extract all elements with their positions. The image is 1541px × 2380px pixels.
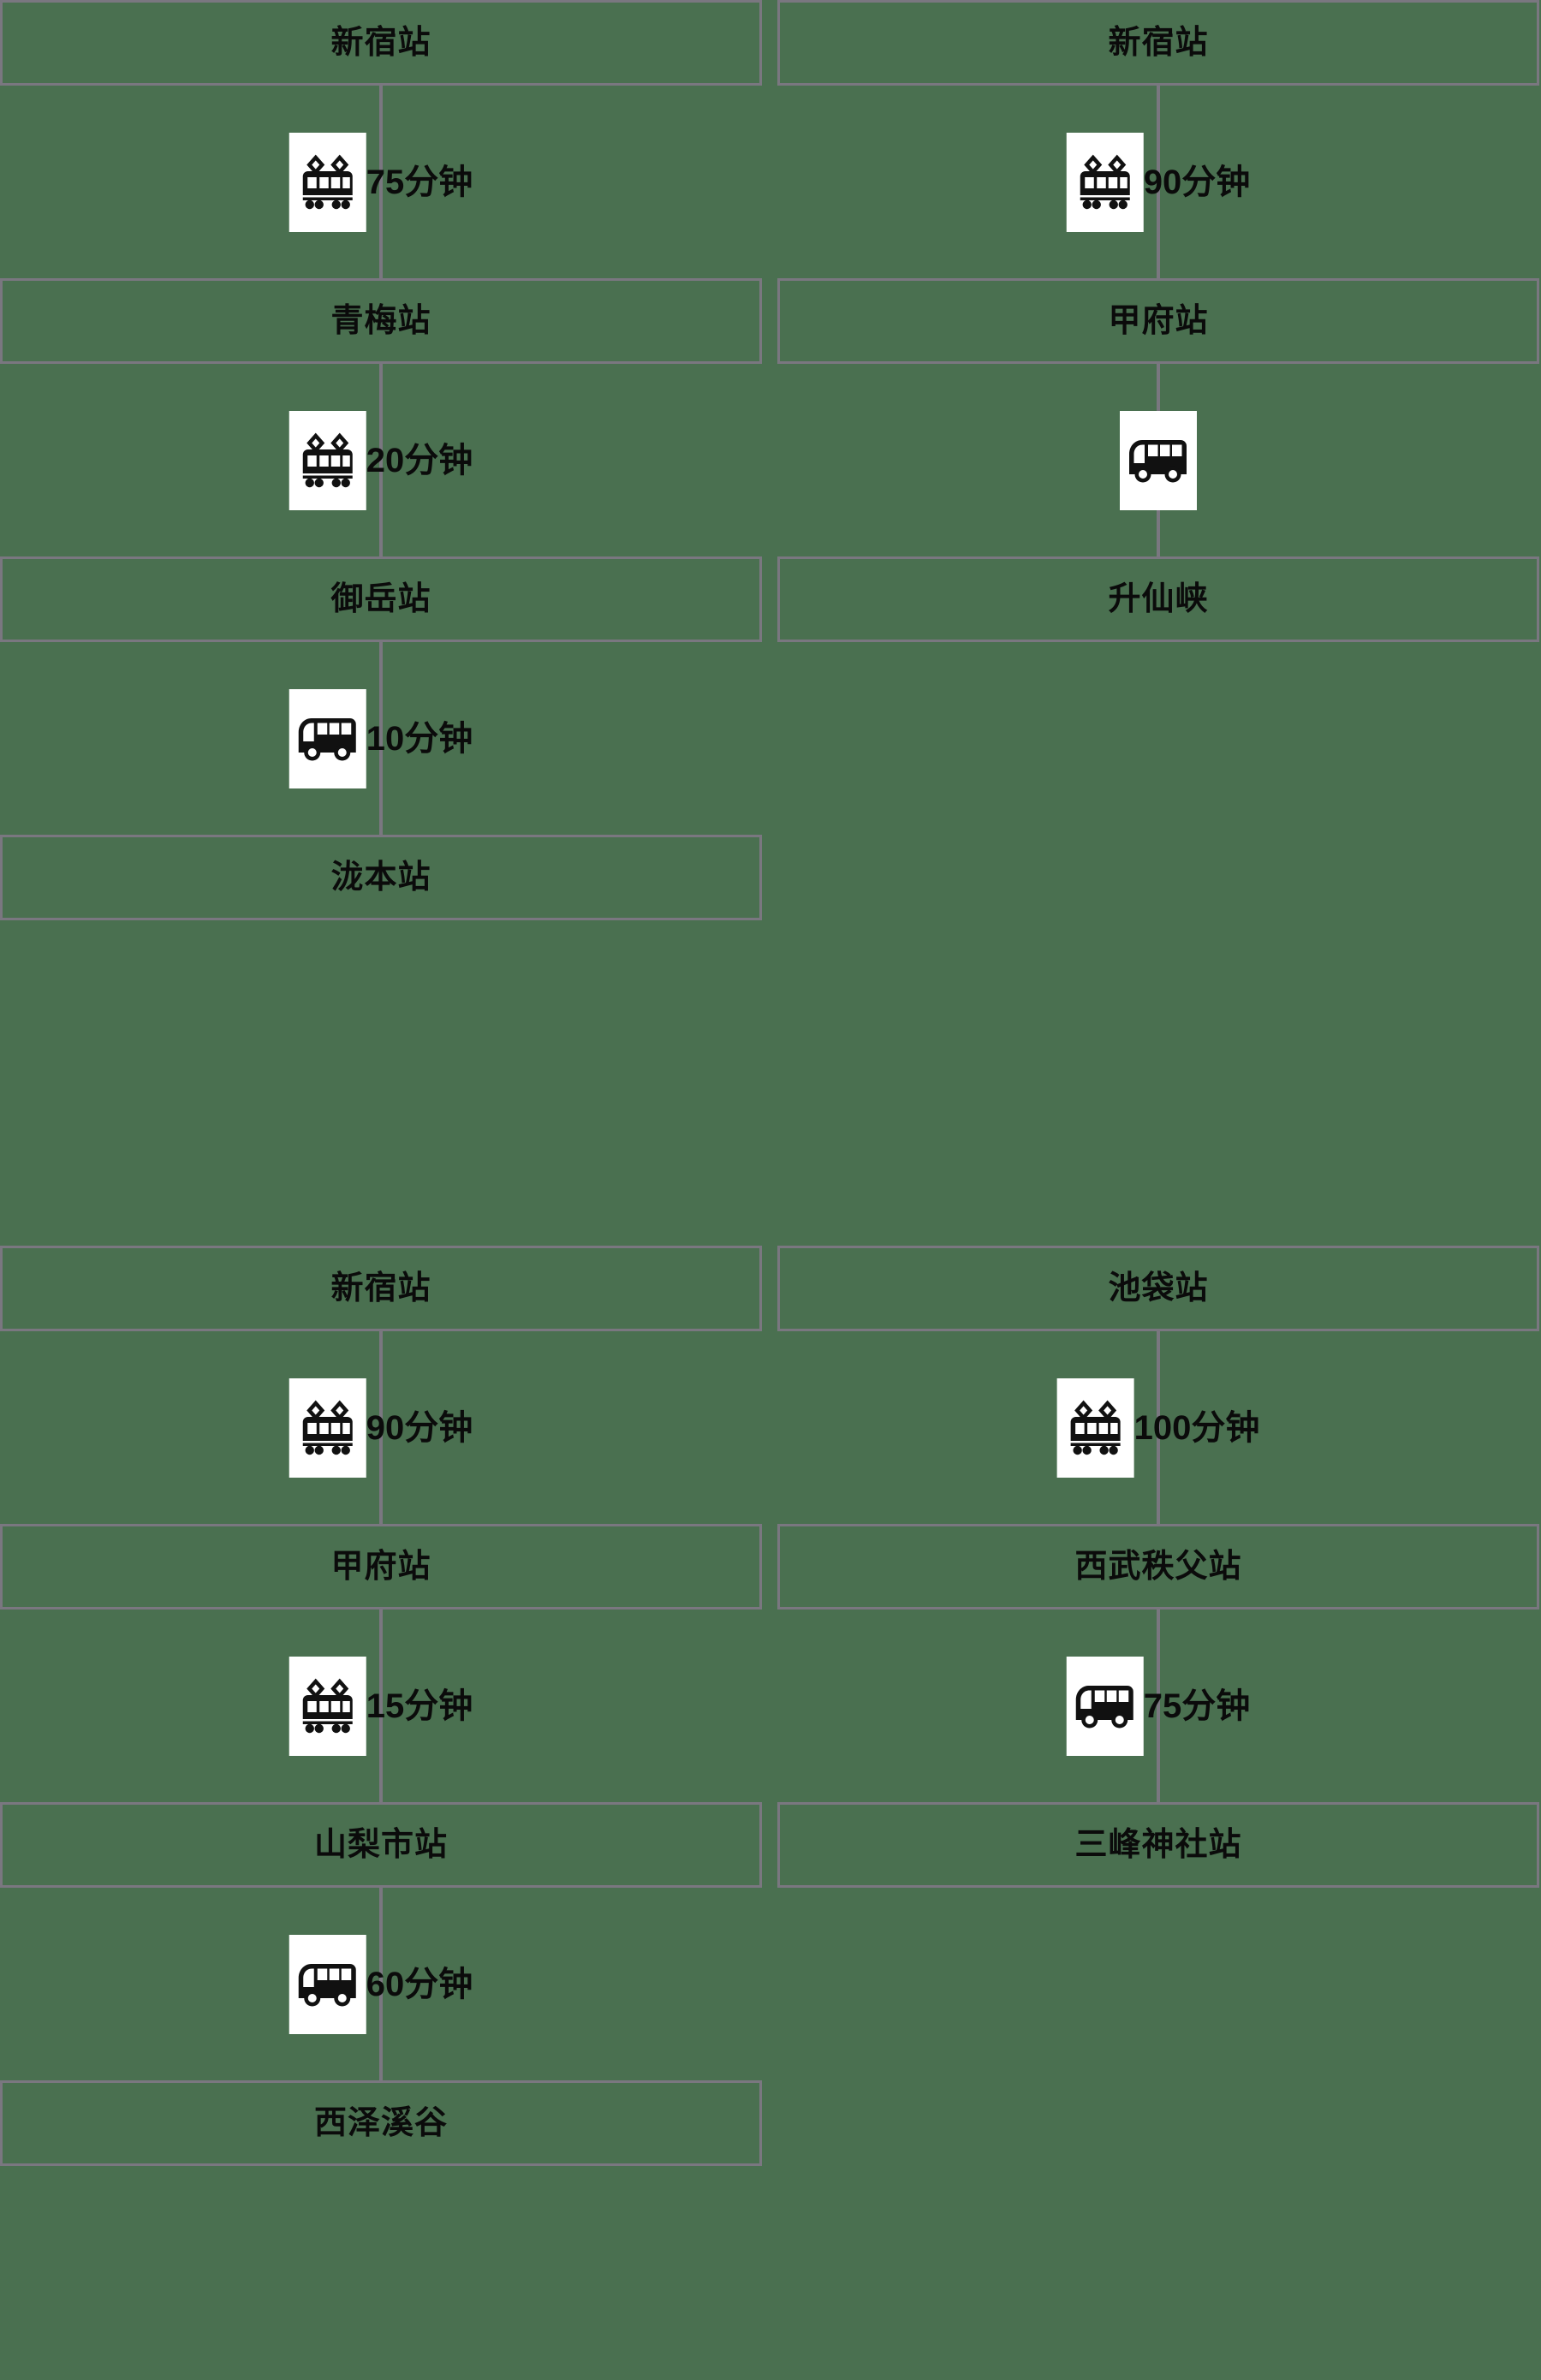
bus-icon-holder bbox=[1066, 1656, 1144, 1756]
transport-mode: 15分钟 bbox=[289, 1656, 473, 1756]
station-box-山梨市站[interactable]: 山梨市站 bbox=[0, 1802, 762, 1888]
train-icon-holder bbox=[289, 410, 366, 510]
route-shinjuku-nishizawa: 新宿站 90分钟 甲府站 bbox=[0, 1246, 762, 2166]
connector-line bbox=[379, 1330, 383, 1526]
train-icon bbox=[302, 432, 353, 487]
route-leg-train: 90分钟 bbox=[777, 84, 1539, 280]
transport-mode: 100分钟 bbox=[1056, 1377, 1260, 1478]
connector-line bbox=[379, 1608, 383, 1804]
station-name: 甲府站 bbox=[1108, 303, 1209, 339]
connector-line bbox=[1157, 1608, 1160, 1804]
route-leg-bus: 10分钟 bbox=[0, 640, 762, 836]
station-box-青梅站[interactable]: 青梅站 bbox=[0, 278, 762, 364]
connector-line bbox=[1157, 1330, 1160, 1526]
connector-line bbox=[379, 362, 383, 558]
leg-duration: 20分钟 bbox=[366, 441, 473, 479]
train-icon bbox=[302, 1678, 353, 1733]
route-leg-bus: 60分钟 bbox=[0, 1886, 762, 2082]
transport-mode: 20分钟 bbox=[289, 410, 473, 510]
route-shinjuku-takimoto: 新宿站 75分钟 青梅站 bbox=[0, 0, 762, 920]
station-name: 新宿站 bbox=[330, 25, 431, 61]
station-box-泷本站[interactable]: 泷本站 bbox=[0, 835, 762, 920]
station-name: 山梨市站 bbox=[313, 1827, 448, 1863]
station-name: 新宿站 bbox=[330, 1270, 431, 1306]
station-name: 西泽溪谷 bbox=[313, 2105, 448, 2141]
transport-mode: 75分钟 bbox=[1066, 1656, 1251, 1756]
train-icon-holder bbox=[289, 132, 366, 232]
route-leg-train: 20分钟 bbox=[0, 362, 762, 558]
station-box-甲府站[interactable]: 甲府站 bbox=[777, 278, 1539, 364]
station-name: 御岳站 bbox=[330, 581, 431, 617]
transport-mode: 75分钟 bbox=[289, 132, 473, 232]
transport-mode: 90分钟 bbox=[1066, 132, 1251, 232]
leg-duration: 75分钟 bbox=[366, 163, 473, 201]
train-icon bbox=[1070, 1400, 1121, 1455]
leg-duration: 100分钟 bbox=[1133, 1408, 1260, 1447]
route-leg-train: 75分钟 bbox=[0, 84, 762, 280]
leg-duration: 90分钟 bbox=[366, 1408, 473, 1447]
station-box-西武秩父站[interactable]: 西武秩父站 bbox=[777, 1524, 1539, 1609]
transport-mode: 90分钟 bbox=[289, 1377, 473, 1478]
connector-line bbox=[379, 84, 383, 280]
station-box-御岳站[interactable]: 御岳站 bbox=[0, 556, 762, 642]
train-icon-holder bbox=[1066, 132, 1144, 232]
station-name: 甲府站 bbox=[330, 1549, 431, 1585]
station-box-三峰神社站[interactable]: 三峰神社站 bbox=[777, 1802, 1539, 1888]
connector-line bbox=[379, 640, 383, 836]
bus-icon bbox=[298, 717, 356, 760]
bus-icon bbox=[298, 1963, 356, 2006]
route-leg-train: 90分钟 bbox=[0, 1330, 762, 1526]
station-name: 池袋站 bbox=[1108, 1270, 1209, 1306]
leg-duration: 10分钟 bbox=[366, 719, 473, 758]
station-box-池袋站[interactable]: 池袋站 bbox=[777, 1246, 1539, 1331]
station-box-新宿站[interactable]: 新宿站 bbox=[777, 0, 1539, 86]
train-icon-holder bbox=[289, 1656, 366, 1756]
leg-duration: 15分钟 bbox=[366, 1687, 473, 1725]
transport-mode: 60分钟 bbox=[289, 1934, 473, 2034]
train-icon bbox=[302, 1400, 353, 1455]
route-shinjuku-shosenkyo: 新宿站 90分钟 甲府站 bbox=[777, 0, 1539, 642]
station-box-新宿站[interactable]: 新宿站 bbox=[0, 0, 762, 86]
train-icon-holder bbox=[289, 1377, 366, 1478]
transport-mode: 10分钟 bbox=[289, 688, 473, 788]
bus-icon bbox=[1129, 439, 1187, 482]
station-name: 升仙峡 bbox=[1108, 581, 1209, 617]
station-box-升仙峡[interactable]: 升仙峡 bbox=[777, 556, 1539, 642]
bus-icon-holder bbox=[289, 1934, 366, 2034]
route-leg-bus bbox=[777, 362, 1539, 558]
train-icon bbox=[302, 154, 353, 209]
station-name: 三峰神社站 bbox=[1074, 1827, 1242, 1863]
route-leg-train: 15分钟 bbox=[0, 1608, 762, 1804]
station-box-西泽溪谷[interactable]: 西泽溪谷 bbox=[0, 2080, 762, 2166]
train-icon bbox=[1080, 154, 1130, 209]
station-box-甲府站[interactable]: 甲府站 bbox=[0, 1524, 762, 1609]
connector-line bbox=[379, 1886, 383, 2082]
connector-line bbox=[1157, 84, 1160, 280]
station-name: 新宿站 bbox=[1108, 25, 1209, 61]
station-name: 西武秩父站 bbox=[1074, 1549, 1242, 1585]
leg-duration: 75分钟 bbox=[1143, 1687, 1251, 1725]
route-leg-train: 100分钟 bbox=[777, 1330, 1539, 1526]
station-name: 青梅站 bbox=[330, 303, 431, 339]
bus-icon-holder bbox=[289, 688, 366, 788]
station-box-新宿站[interactable]: 新宿站 bbox=[0, 1246, 762, 1331]
route-ikebukuro-mitsumine: 池袋站 100分钟 西武秩父站 bbox=[777, 1246, 1539, 1888]
station-name: 泷本站 bbox=[330, 860, 431, 895]
transport-mode bbox=[1120, 410, 1197, 510]
route-leg-bus: 75分钟 bbox=[777, 1608, 1539, 1804]
train-icon-holder bbox=[1056, 1377, 1134, 1478]
bus-icon-holder bbox=[1120, 410, 1197, 510]
bus-icon bbox=[1075, 1685, 1133, 1728]
leg-duration: 90分钟 bbox=[1143, 163, 1251, 201]
leg-duration: 60分钟 bbox=[366, 1965, 473, 2003]
